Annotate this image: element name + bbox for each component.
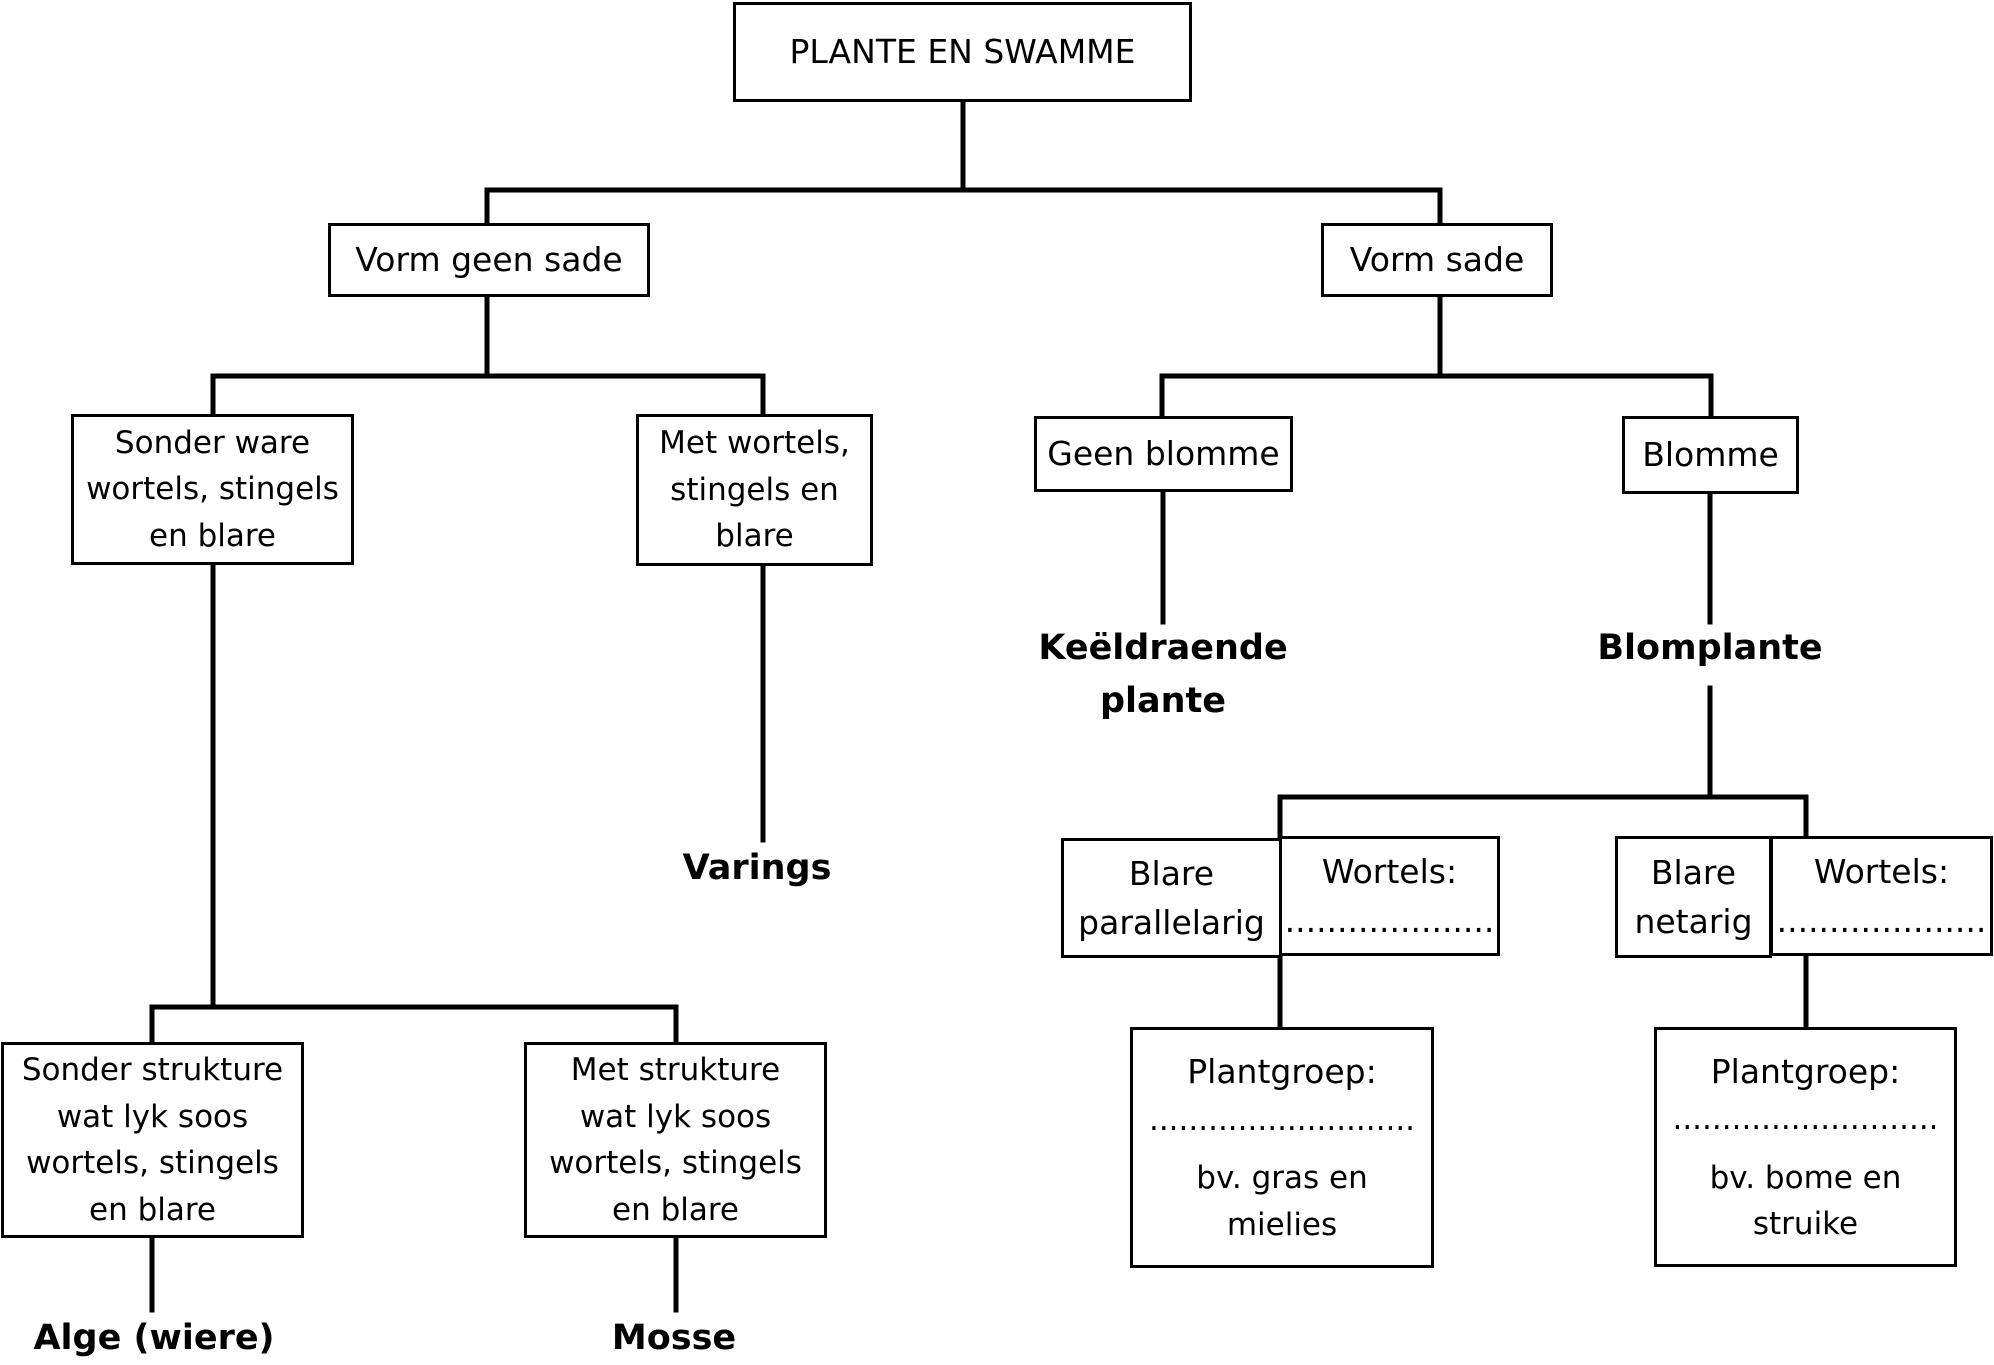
connector-no-organs [149,563,679,1047]
no-seeds-label: Vorm geen sade [355,239,623,279]
seeds-node: Vorm sade [1321,223,1553,297]
flowers-label: Blomme [1642,434,1779,474]
roots-right-blank: .................... [1776,901,1987,940]
roots-left-blank: .................... [1284,901,1495,940]
leaves-parallel-node: Blare parallelarig [1061,838,1282,958]
outcome-ferns: Varings [682,848,832,888]
seeds-label: Vorm sade [1349,239,1525,279]
connector-root [484,99,1443,228]
no-structures-node: Sonder strukture wat lyk soos wortels, s… [1,1042,304,1238]
plantgroup-right-node: Plantgroep: ........................... … [1654,1027,1957,1267]
roots-right-node: Wortels: .................... [1770,836,1993,956]
connector-seeds [1159,293,1714,419]
outcome-algae: Alge (wiere) [33,1318,275,1358]
no-flowers-label: Geen blomme [1047,433,1280,473]
roots-left-node: Wortels: .................... [1279,836,1500,956]
no-true-organs-node: Sonder ware wortels, stingels en blare [71,414,354,565]
flowers-node: Blomme [1622,416,1799,494]
plantgroup-left-node: Plantgroep: ........................... … [1130,1027,1434,1268]
no-flowers-node: Geen blomme [1034,416,1293,492]
root-title: PLANTE EN SWAMME [789,31,1136,71]
with-structures-node: Met strukture wat lyk soos wortels, stin… [524,1042,827,1238]
outcome-mosses: Mosse [611,1318,737,1358]
connector-flowering [1277,491,1809,839]
leaves-net-node: Blare netarig [1615,836,1772,958]
no-seeds-node: Vorm geen sade [328,223,650,297]
root-node: PLANTE EN SWAMME [733,2,1192,102]
outcome-cones: Keëldraende plante [1038,628,1288,721]
with-organs-node: Met wortels, stingels en blare [636,414,873,566]
connector-no-seeds [210,293,766,419]
outcome-flowering: Blomplante [1597,628,1823,668]
